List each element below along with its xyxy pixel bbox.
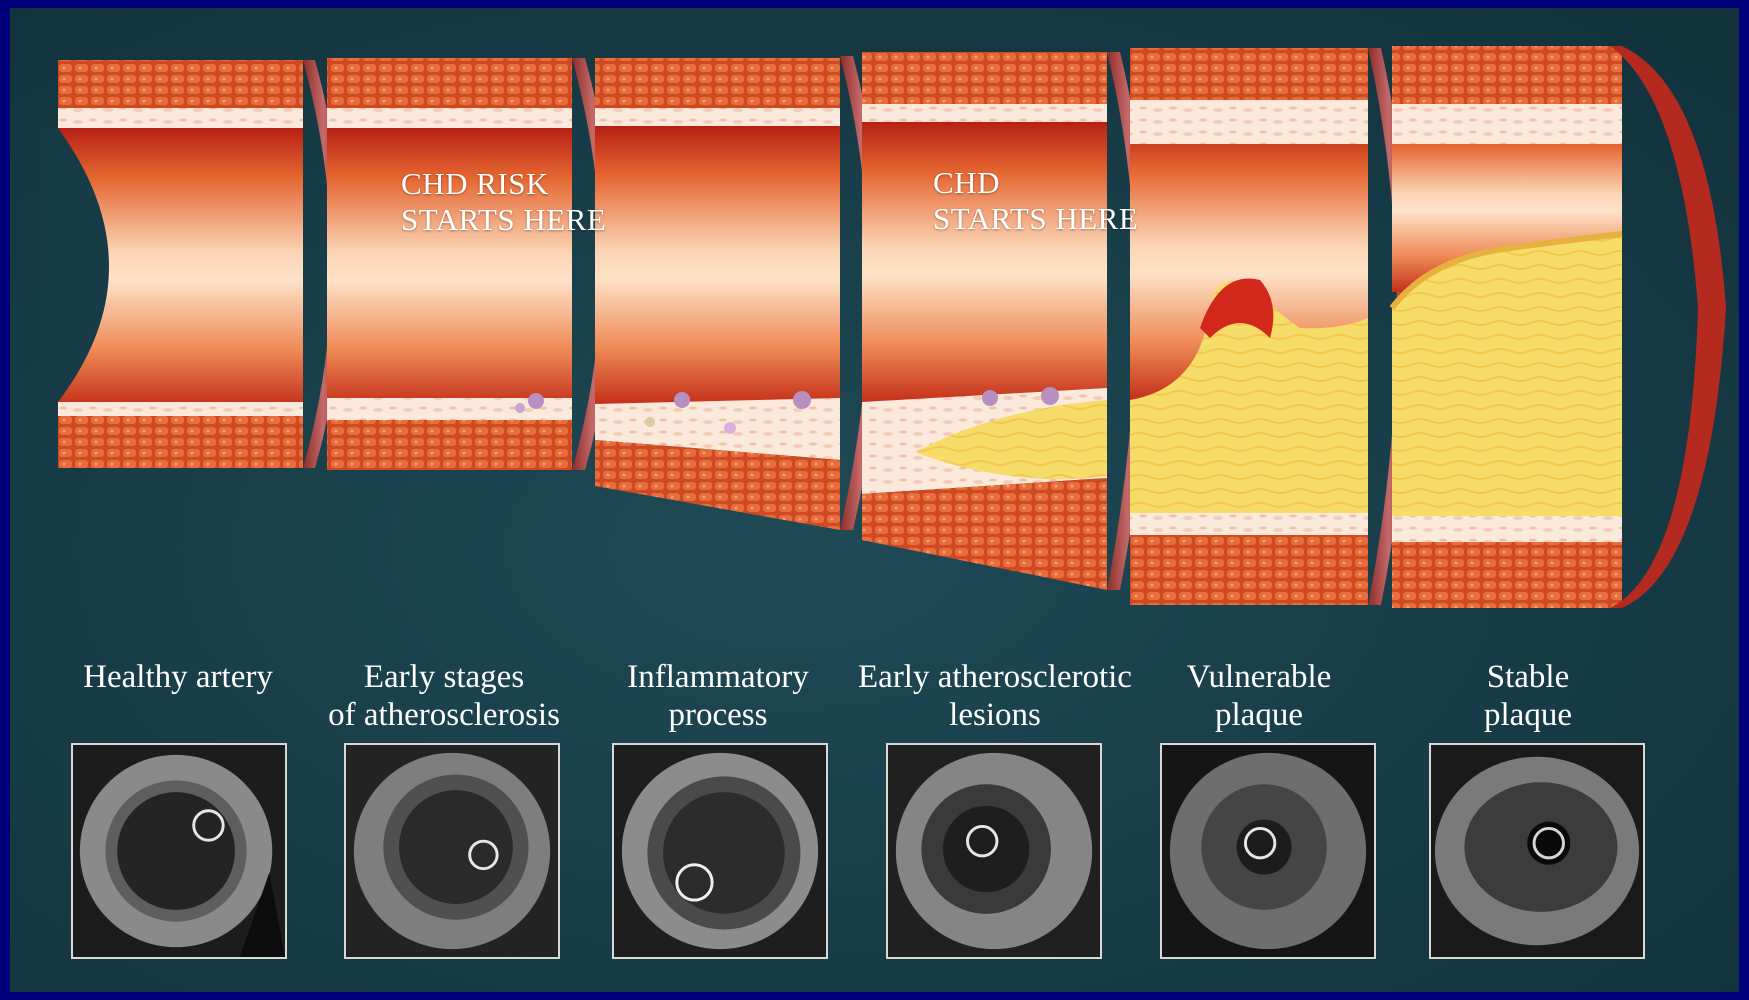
stage-label-line1: Inflammatory (578, 658, 858, 696)
chd-risk-callout: CHD RISK STARTS HERE (401, 166, 606, 238)
stage-label-line2: process (578, 696, 858, 734)
stage-label-early-lesions: Early atherosclerotic lesions (855, 658, 1135, 734)
stage-label-stable-plaque: Stable plaque (1388, 658, 1668, 734)
ivus-scan-stable-plaque (1429, 743, 1645, 959)
chd-start-callout-line2: STARTS HERE (933, 201, 1138, 237)
stage-label-line1: Early atherosclerotic (855, 658, 1135, 696)
stage-label-line2: of atherosclerosis (304, 696, 584, 734)
artery-segment-stable-plaque (1392, 46, 1726, 608)
chd-risk-callout-line1: CHD RISK (401, 166, 606, 202)
stage-label-vulnerable-plaque: Vulnerable plaque (1119, 658, 1399, 734)
stage-label-line1: Early stages (304, 658, 584, 696)
artery-segment-vulnerable-plaque (1130, 48, 1410, 605)
artery-segment-early-stages (327, 58, 614, 470)
stage-label-line1: Stable (1388, 658, 1668, 696)
ivus-scan-vulnerable-plaque (1160, 743, 1376, 959)
stage-label-inflammatory-process: Inflammatory process (578, 658, 858, 734)
diagram-canvas: CHD RISK STARTS HERE CHD STARTS HERE Hea… (10, 8, 1739, 992)
ivus-scan-early-stages (344, 743, 560, 959)
ivus-scan-inflammatory-process (612, 743, 828, 959)
chd-risk-callout-line2: STARTS HERE (401, 202, 606, 238)
stage-label-line2: lesions (855, 696, 1135, 734)
stage-label-line1: Vulnerable (1119, 658, 1399, 696)
artery-segment-inflammatory (595, 56, 882, 530)
chd-start-callout-line1: CHD (933, 165, 1138, 201)
artery-segment-early-lesions (862, 52, 1149, 590)
stage-label-healthy-artery: Healthy artery (38, 658, 318, 696)
stage-label-line2: plaque (1388, 696, 1668, 734)
stage-label-line2: plaque (1119, 696, 1399, 734)
stage-label-early-stages: Early stages of atherosclerosis (304, 658, 584, 734)
ivus-scan-early-lesions (886, 743, 1102, 959)
chd-start-callout: CHD STARTS HERE (933, 165, 1138, 237)
stage-label-line1: Healthy artery (38, 658, 318, 696)
ivus-scan-healthy-artery (71, 743, 287, 959)
artery-cross-section-illustration (10, 8, 1739, 648)
artery-segment-healthy (40, 60, 344, 468)
